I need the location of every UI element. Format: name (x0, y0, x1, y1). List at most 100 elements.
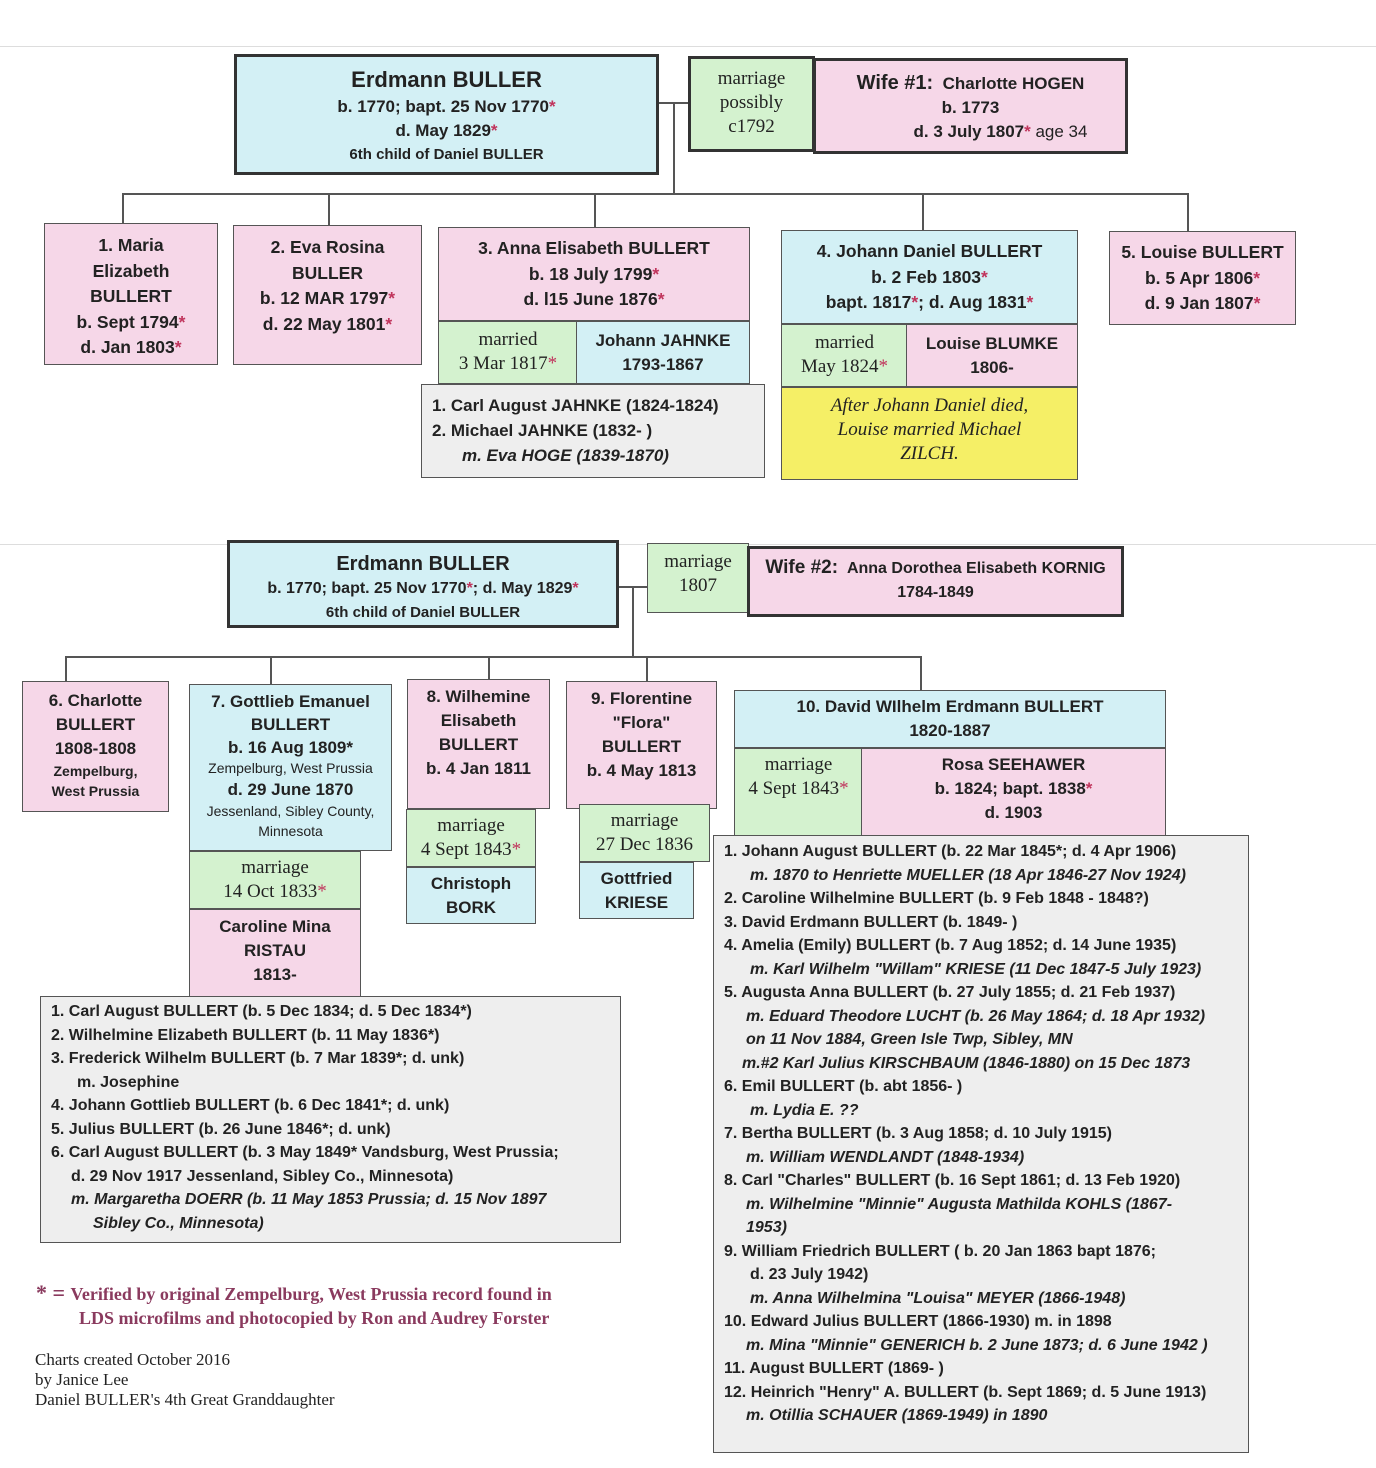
list-item: m. Margaretha DOERR (b. 11 May 1853 Prus… (71, 1191, 547, 1208)
child-7-marriage-date: 14 Oct 1833* (223, 881, 327, 902)
child-8-l3: BULLERT (438, 735, 519, 754)
marriage-2-l2: 1807 (679, 575, 717, 596)
child-9-spouse-l1: Gottfried (600, 869, 673, 888)
child-5-line: 5. Louise BULLERT (1121, 242, 1284, 262)
legend: * = Verified by original Zempelburg, Wes… (36, 1281, 636, 1330)
child-6-l2: BULLERT (55, 715, 136, 734)
list-item: 5. Augusta Anna BULLERT (b. 27 July 1855… (724, 984, 1176, 1001)
child-6-l4: Zempelburg, (53, 763, 138, 779)
list-item: 6. Emil BULLERT (b. abt 1856- ) (724, 1078, 963, 1095)
list-item: 5. Julius BULLERT (b. 26 June 1846*; d. … (51, 1120, 391, 1138)
list-item: m. 1870 to Henriette MUELLER (18 Apr 184… (750, 866, 1187, 884)
connector (488, 656, 490, 679)
child-7-l2: BULLERT (250, 715, 331, 734)
erdmann-2-name: Erdmann BULLER (336, 553, 510, 575)
list-item: 1953) (746, 1219, 787, 1236)
child-7-l7: Minnesota (258, 823, 323, 839)
anna-children-list: 1. Carl August JAHNKE (1824-1824) 2. Mic… (421, 384, 765, 478)
gottlieb-children-list: 1. Carl August BULLERT (b. 5 Dec 1834; d… (40, 996, 621, 1243)
child-8-spouse-box: Christoph BORK (406, 867, 536, 924)
child-9-spouse-box: Gottfried KRIESE (579, 862, 694, 919)
credit-line-2: by Janice Lee (35, 1370, 129, 1389)
erdmann-box-1: Erdmann BULLER b. 1770; bapt. 25 Nov 177… (234, 54, 659, 175)
child-8-marriage-date: 4 Sept 1843* (420, 839, 522, 860)
david-children-list: 1. Johann August BULLERT (b. 22 Mar 1845… (713, 835, 1249, 1453)
child-3-line: 3. Anna Elisabeth BULLERT (478, 238, 710, 258)
child-8-l2: Elisabeth (440, 711, 517, 730)
child-7-l4: Zempelburg, West Prussia (208, 760, 373, 776)
child-8-box: 8. Wilhemine Elisabeth BULLERT b. 4 Jan … (407, 679, 550, 809)
connector (122, 193, 1188, 195)
list-item: m. Josephine (77, 1073, 180, 1091)
list-item: 4. Johann Gottlieb BULLERT (b. 6 Dec 184… (51, 1097, 450, 1114)
child-1-line: d. Jan 1803* (80, 337, 182, 357)
list-item: 3. Frederick Wilhelm BULLERT (b. 7 Mar 1… (51, 1050, 465, 1067)
list-item: m. Eva HOGE (1839-1870) (462, 446, 669, 465)
child-9-l2: "Flora" (612, 713, 671, 732)
anna-spouse-box: Johann JAHNKE 1793-1867 (576, 321, 750, 384)
child-1-line: 1. Maria (98, 235, 164, 255)
child-10-box: 10. David WIlhelm Erdmann BULLERT 1820-1… (734, 690, 1166, 748)
wife-1-box: Wife #1: Charlotte HOGEN b. 1773 d. 3 Ju… (813, 58, 1128, 154)
child-4-box: 4. Johann Daniel BULLERT b. 2 Feb 1803* ba… (781, 230, 1078, 324)
child-4-line: bapt. 1817*; d. Aug 1831* (825, 292, 1034, 312)
child-9-box: 9. Florentine "Flora" BULLERT b. 4 May 1… (566, 681, 717, 809)
johann-spouse-years: 1806- (970, 358, 1014, 377)
list-item: m. Karl Wilhelm "Willam" KRIESE (11 Dec … (750, 960, 1202, 978)
list-item: 10. Edward Julius BULLERT (1866-1930) m.… (724, 1313, 1112, 1330)
connector (328, 193, 330, 225)
list-item: on 11 Nov 1884, Green Isle Twp, Sibley, … (746, 1031, 1073, 1048)
list-item: 7. Bertha BULLERT (b. 3 Aug 1858; d. 10 … (724, 1125, 1112, 1142)
list-item: m. Eduard Theodore LUCHT (b. 26 May 1864… (746, 1007, 1206, 1025)
connector (122, 193, 124, 223)
johann-marriage-date: May 1824* (800, 356, 889, 377)
child-9-l3: BULLERT (601, 737, 682, 756)
wife-2-years: 1784-1849 (897, 584, 974, 601)
child-7-spouse-l2: RISTAU (243, 941, 306, 960)
list-item: Sibley Co., Minnesota) (93, 1214, 264, 1232)
johann-note-l1: After Johann Daniel died, (830, 395, 1029, 416)
child-9-marriage-box: marriage 27 Dec 1836 (579, 804, 710, 862)
child-1-line: b. Sept 1794* (76, 311, 186, 332)
anna-marriage-box: married 3 Mar 1817* (438, 321, 578, 384)
wife-1-name-line: Wife #1: Charlotte HOGEN (856, 72, 1085, 94)
anna-spouse-name: Johann JAHNKE (595, 331, 731, 350)
johann-marriage-box: married May 1824* (781, 324, 908, 387)
child-2-line: b. 12 MAR 1797* (259, 288, 396, 308)
list-item: 1. Carl August BULLERT (b. 5 Dec 1834; d… (51, 1003, 472, 1020)
erdmann-name: Erdmann BULLER (351, 67, 542, 92)
child-8-spouse-l1: Christoph (430, 874, 512, 893)
connector (632, 586, 634, 658)
child-8-marriage-box: marriage 4 Sept 1843* (406, 809, 536, 867)
child-6-l3: 1808-1808 (54, 739, 137, 758)
erdmann-died: d. May 1829* (395, 121, 498, 140)
connector (920, 656, 922, 690)
list-item: 2. Wilhelmine Elizabeth BULLERT (b. 11 M… (51, 1026, 440, 1044)
child-4-line: 4. Johann Daniel BULLERT (816, 241, 1043, 261)
child-1-line: BULLERT (90, 286, 172, 306)
child-6-l5: West Prussia (51, 783, 140, 799)
credit-line-1: Charts created October 2016 (35, 1350, 230, 1369)
child-7-l3: b. 16 Aug 1809* (227, 738, 354, 757)
child-9-l4: b. 4 May 1813 (586, 761, 697, 780)
connector (1187, 193, 1189, 231)
marriage-1-l3: c1792 (728, 116, 775, 137)
connector (922, 193, 924, 230)
child-2-line: d. 22 May 1801* (262, 313, 393, 334)
child-4-line: b. 2 Feb 1803* (871, 266, 988, 287)
child-3-line: b. 18 July 1799* (528, 263, 660, 284)
marriage-2-l1: marriage (664, 551, 732, 572)
child-8-spouse-l2: BORK (445, 898, 497, 917)
child-3-line: d. l15 June 1876* (523, 289, 665, 309)
legend-line-1: * = Verified by original Zempelburg, Wes… (36, 1280, 552, 1305)
child-7-marriage-box: marriage 14 Oct 1833* (189, 851, 361, 909)
list-item: d. 23 July 1942) (750, 1266, 869, 1283)
child-10-l1: 10. David WIlhelm Erdmann BULLERT (796, 697, 1104, 716)
johann-marriage-label: married (814, 332, 875, 353)
child-2-line: BULLER (292, 262, 363, 283)
child-10-marriage-label: marriage (764, 754, 833, 775)
connector (673, 102, 675, 194)
